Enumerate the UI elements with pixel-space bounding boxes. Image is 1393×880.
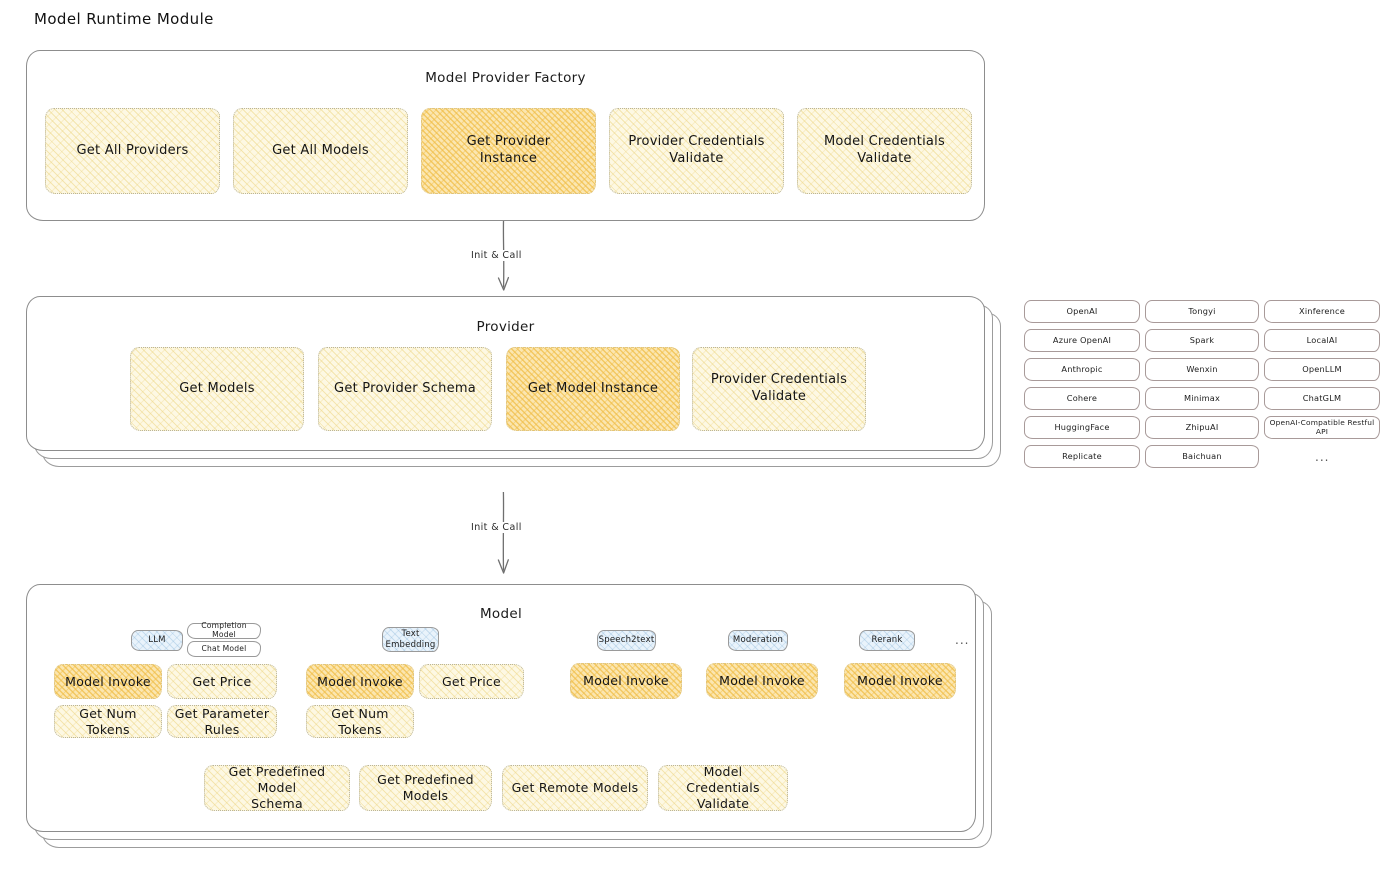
node-llm-model-invoke[interactable]: Model Invoke [54, 664, 162, 699]
provider-chip-zhipuai[interactable]: ZhipuAI [1145, 416, 1259, 439]
node-model-credentials-validate[interactable]: Model Credentials Validate [797, 108, 972, 194]
model-type-chip-text-embedding[interactable]: Text Embedding [382, 627, 439, 652]
node-moderation-model-invoke[interactable]: Model Invoke [706, 663, 818, 699]
node-get-predefined-model-schema[interactable]: Get Predefined Model Schema [204, 764, 350, 811]
node-get-predefined-models[interactable]: Get Predefined Models [359, 765, 492, 811]
node-get-models[interactable]: Get Models [130, 347, 304, 431]
model-type-chip-llm[interactable]: LLM [131, 630, 183, 651]
provider-chip-cohere[interactable]: Cohere [1024, 387, 1140, 410]
connector-factory-to-provider: Init & Call [467, 220, 540, 299]
connector-provider-to-model: Init & Call [467, 491, 540, 582]
node-model-credentials-validate-3[interactable]: Model Credentials Validate [658, 764, 788, 811]
node-llm-get-num-tokens[interactable]: Get Num Tokens [54, 705, 162, 738]
node-get-provider-schema[interactable]: Get Provider Schema [318, 347, 492, 431]
model-type-chip-moderation[interactable]: Moderation [728, 630, 788, 651]
node-get-remote-models[interactable]: Get Remote Models [502, 765, 648, 811]
connector-label-init-call-2: Init & Call [467, 522, 526, 533]
provider-list-more-indicator: ... [1315, 450, 1330, 464]
model-type-more-indicator: ... [955, 633, 970, 647]
node-get-all-providers[interactable]: Get All Providers [45, 108, 220, 194]
node-get-all-models[interactable]: Get All Models [233, 108, 408, 194]
connector-label-init-call-1: Init & Call [467, 250, 526, 261]
node-llm-get-parameter-rules[interactable]: Get Parameter Rules [167, 705, 277, 738]
node-text-embedding-model-invoke[interactable]: Model Invoke [306, 664, 414, 699]
provider-chip-replicate[interactable]: Replicate [1024, 445, 1140, 468]
provider-chip-baichuan[interactable]: Baichuan [1145, 445, 1259, 468]
node-text-embedding-get-price[interactable]: Get Price [419, 664, 524, 699]
node-get-provider-instance[interactable]: Get Provider Instance [421, 108, 596, 194]
node-provider-credentials-validate-2[interactable]: Provider Credentials Validate [692, 347, 866, 431]
provider-chip-minimax[interactable]: Minimax [1145, 387, 1259, 410]
panel-provider: Provider Get Models Get Provider Schema … [26, 296, 985, 451]
node-llm-get-price[interactable]: Get Price [167, 664, 277, 699]
model-type-subchip-completion-model[interactable]: Completion Model [187, 621, 261, 639]
model-type-chip-rerank[interactable]: Rerank [859, 630, 915, 651]
provider-chip-openllm[interactable]: OpenLLM [1264, 358, 1380, 381]
provider-chip-xinference[interactable]: Xinference [1264, 300, 1380, 323]
node-text-embedding-get-num-tokens[interactable]: Get Num Tokens [306, 705, 414, 738]
provider-list: OpenAI Azure OpenAI Anthropic Cohere Hug… [1024, 300, 1380, 472]
provider-chip-wenxin[interactable]: Wenxin [1145, 358, 1259, 381]
provider-chip-tongyi[interactable]: Tongyi [1145, 300, 1259, 323]
provider-chip-azure-openai[interactable]: Azure OpenAI [1024, 329, 1140, 352]
provider-chip-openai[interactable]: OpenAI [1024, 300, 1140, 323]
provider-chip-spark[interactable]: Spark [1145, 329, 1259, 352]
panel-model: Model LLM Completion Model Chat Model Mo… [26, 584, 976, 832]
node-get-model-instance[interactable]: Get Model Instance [506, 347, 680, 431]
node-provider-credentials-validate[interactable]: Provider Credentials Validate [609, 108, 784, 194]
provider-chip-anthropic[interactable]: Anthropic [1024, 358, 1140, 381]
provider-chip-chatglm[interactable]: ChatGLM [1264, 387, 1380, 410]
panel-title-factory: Model Provider Factory [425, 70, 586, 86]
provider-chip-openai-compatible[interactable]: OpenAI-Compatible Restful API [1264, 416, 1380, 439]
provider-chip-localai[interactable]: LocalAI [1264, 329, 1380, 352]
provider-chip-huggingface[interactable]: HuggingFace [1024, 416, 1140, 439]
node-rerank-model-invoke[interactable]: Model Invoke [844, 663, 956, 699]
page-title: Model Runtime Module [34, 10, 214, 28]
node-speech2text-model-invoke[interactable]: Model Invoke [570, 663, 682, 699]
arrow-icon [497, 220, 510, 291]
model-type-subchip-chat-model[interactable]: Chat Model [187, 641, 261, 657]
model-type-chip-speech2text[interactable]: Speech2text [597, 630, 656, 651]
panel-title-provider: Provider [476, 319, 535, 335]
arrow-icon [497, 491, 509, 574]
panel-title-model: Model [479, 606, 523, 622]
panel-model-provider-factory: Model Provider Factory Get All Providers… [26, 50, 985, 221]
